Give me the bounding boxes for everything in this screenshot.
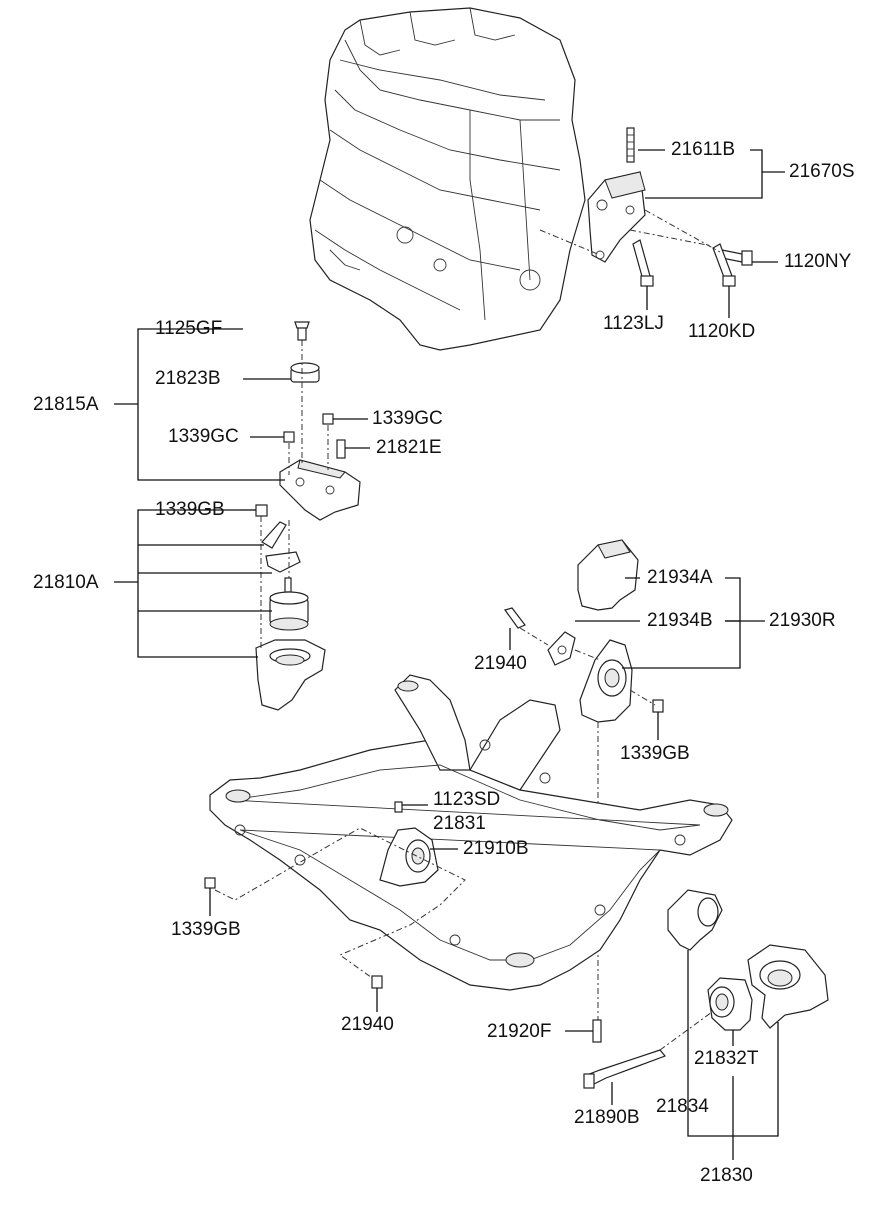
- part-label-21821E: 21821E: [376, 437, 442, 458]
- part-label-1120NY: 1120NY: [784, 251, 852, 272]
- part-label-21940-top: 21940: [474, 653, 527, 674]
- mount-21930R: [504, 539, 664, 723]
- part-label-21823B: 21823B: [155, 368, 221, 389]
- mount-21830: [583, 889, 829, 1089]
- part-label-21910B: 21910B: [463, 838, 529, 859]
- part-label-21934A: 21934A: [647, 567, 713, 588]
- part-label-21831: 21831: [433, 813, 486, 834]
- bolts-upper-right: [632, 239, 753, 287]
- leader-lines: [114, 149, 785, 1160]
- mount-21910B: [379, 827, 439, 887]
- bolt-21940-bottom: [371, 975, 383, 989]
- part-label-21834: 21834: [656, 1096, 709, 1117]
- part-label-21930R: 21930R: [769, 610, 836, 631]
- part-label-21810A: 21810A: [33, 572, 99, 593]
- part-label-21815A: 21815A: [33, 394, 99, 415]
- part-label-1339GC-left: 1339GC: [168, 426, 239, 447]
- part-label-1123LJ: 1123LJ: [603, 313, 664, 334]
- subframe: [209, 674, 733, 991]
- engine-block: [309, 7, 586, 351]
- part-label-21611B: 21611B: [671, 139, 736, 160]
- mount-21815A: [279, 321, 361, 521]
- part-label-21670S: 21670S: [789, 161, 855, 182]
- part-label-1339GC-right: 1339GC: [372, 408, 443, 429]
- part-label-21920F: 21920F: [487, 1021, 552, 1042]
- bracket-21670S: [587, 127, 646, 263]
- part-label-21940-bottom: 21940: [341, 1014, 394, 1035]
- part-label-1123SD: 1123SD: [433, 789, 501, 810]
- bolt-21920F: [592, 1019, 602, 1043]
- part-label-21890B: 21890B: [574, 1107, 640, 1128]
- part-label-21830: 21830: [700, 1165, 753, 1186]
- part-label-1339GB-left: 1339GB: [171, 919, 241, 940]
- part-label-1339GB-mid: 1339GB: [620, 743, 690, 764]
- part-label-1339GB-top: 1339GB: [155, 499, 225, 520]
- part-label-1125GF: 1125GF: [155, 318, 223, 339]
- nut-1339GB-left: [204, 877, 216, 889]
- part-label-1120KD: 1120KD: [688, 321, 756, 342]
- part-label-21832T: 21832T: [694, 1048, 759, 1069]
- part-label-21934B: 21934B: [647, 610, 713, 631]
- mount-21810A: [255, 504, 326, 711]
